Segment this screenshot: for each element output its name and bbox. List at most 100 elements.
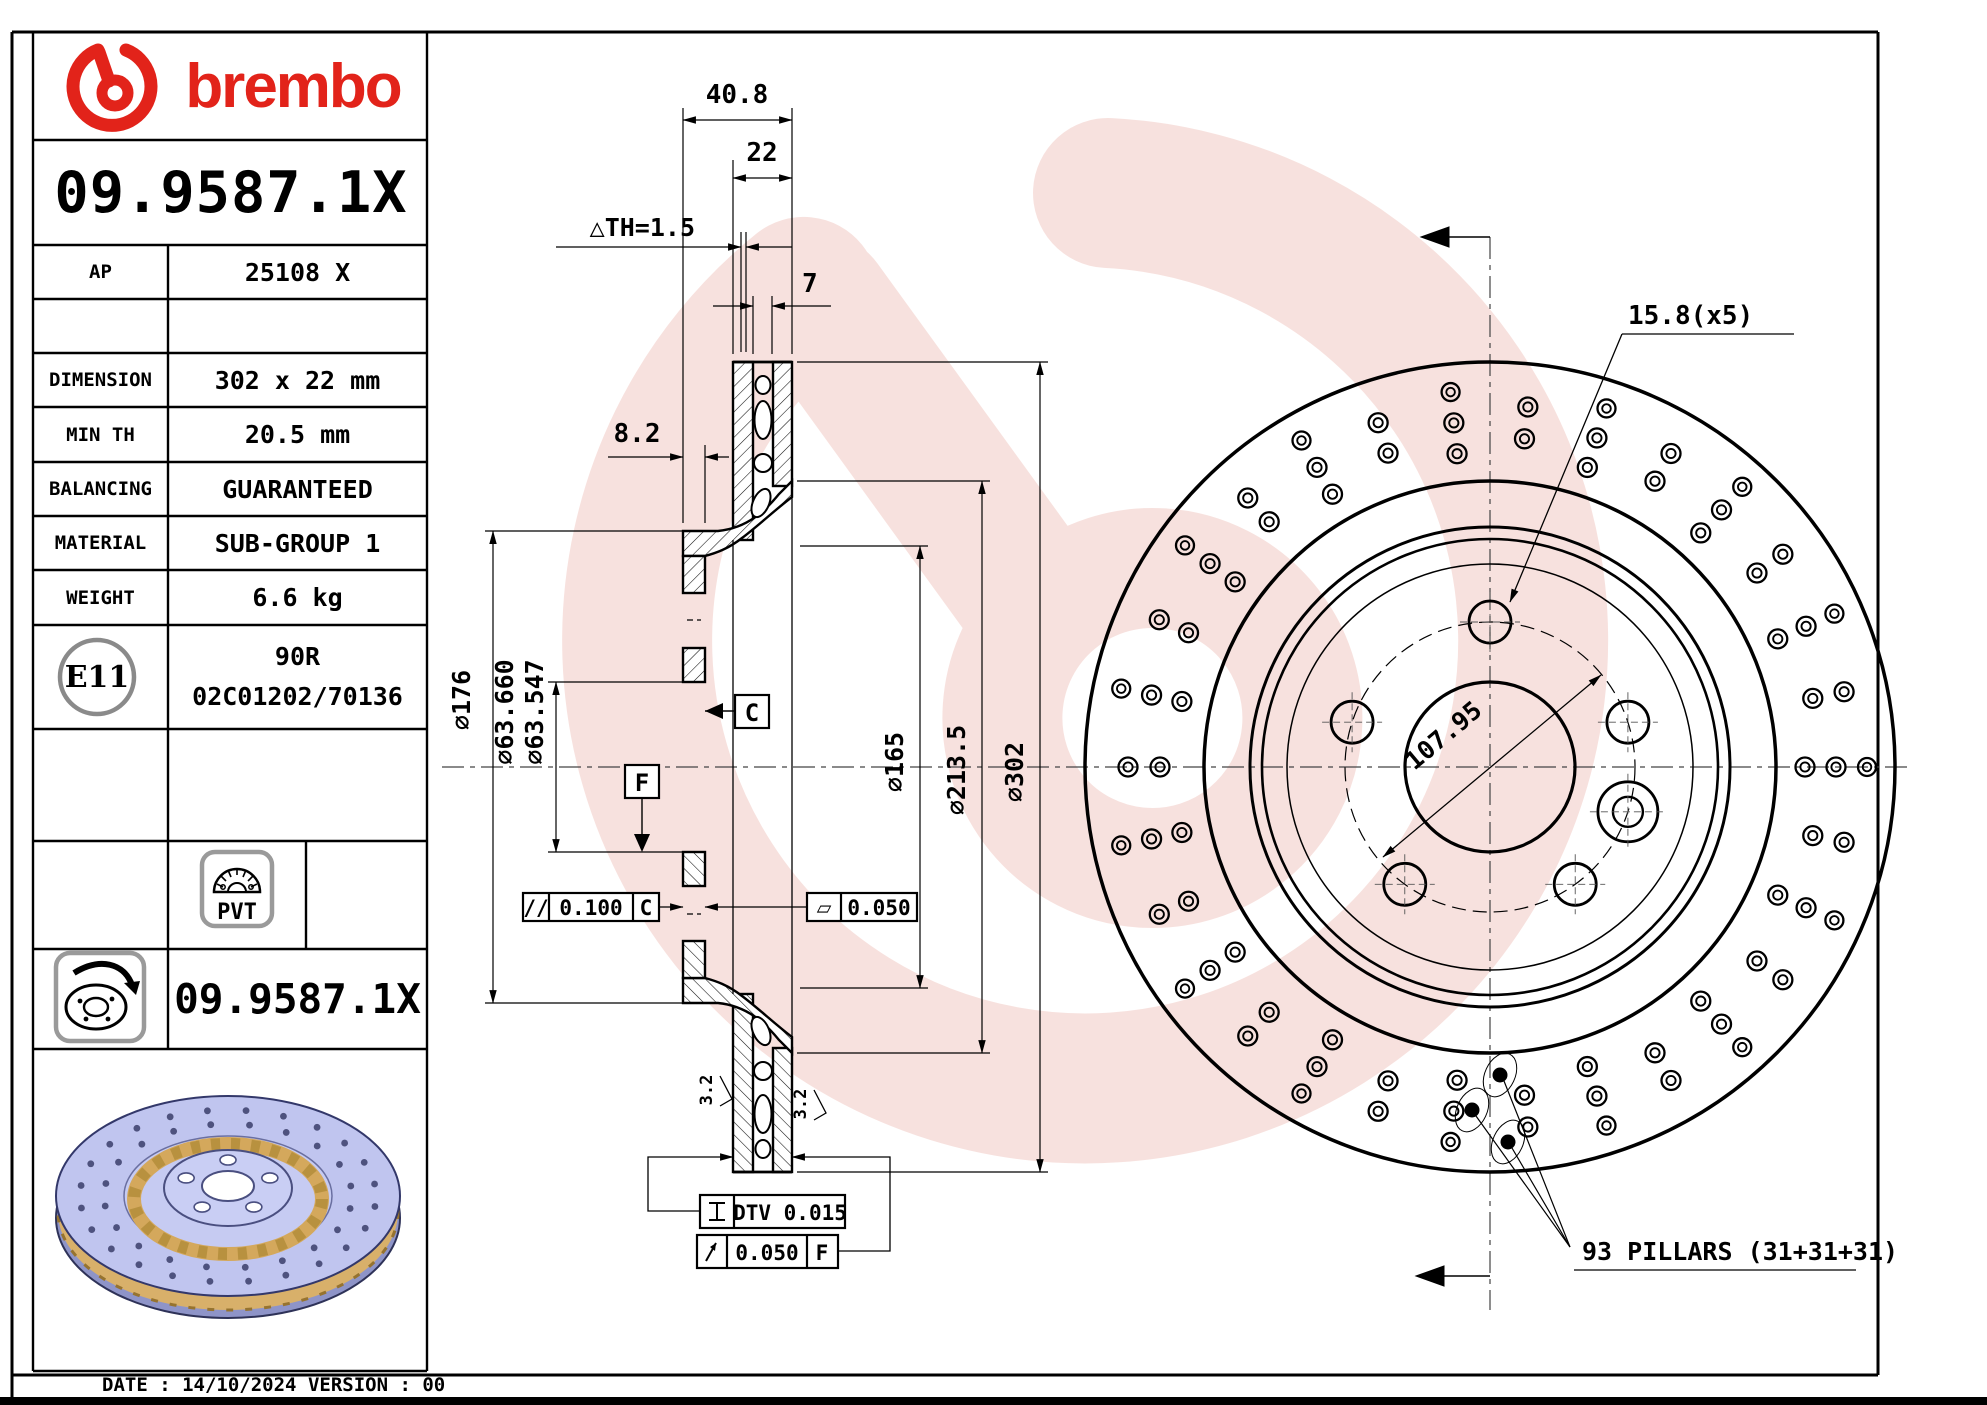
date-value: 14/10/2024 [182,1374,297,1396]
disc-circle [1083,360,1897,1174]
drill-hole [1644,470,1666,492]
drill-hole-inner [1115,683,1127,694]
svg-text:3.2: 3.2 [791,1089,811,1120]
drill-hole [1833,831,1855,853]
illustration-drill-dot [360,1158,368,1166]
drill-hole [1833,681,1855,703]
drill-hole-inner [1695,995,1707,1007]
dim-213-5: ⌀213.5 [942,725,971,815]
drill-hole-inner [1829,915,1840,926]
drill-hole-inner [1179,983,1191,994]
drill-hole-inner [1448,1105,1460,1117]
drill-hole [1586,1085,1608,1107]
illustration-bolt-hole [245,1201,263,1213]
drill-hole-inner [1751,567,1763,579]
homologation: 90R 02C01202/70136 [168,632,427,722]
drill-hole-inner [1382,1075,1394,1087]
drill-hole [1321,1029,1344,1051]
footer-part-number: 09.9587.1X [174,975,421,1023]
illustration-drill-dot [246,1121,253,1129]
drill-hole-inner [1601,1120,1612,1131]
drill-hole [1513,1084,1536,1106]
drill-hole-inner [1800,902,1812,914]
illustration-drill-dot [133,1124,141,1132]
homologation-line1: 90R [274,642,321,671]
drill-hole [1772,543,1794,565]
drill-hole-inner [1649,1047,1661,1059]
runout-datum: F [816,1241,829,1265]
parallel-datum: C [640,896,653,920]
dtv-value: DTV 0.015 [733,1201,847,1225]
drill-hole [1772,969,1794,991]
row-minth-label: MIN TH [66,423,135,446]
drill-hole-inner [1807,830,1819,842]
drill-hole-inner [1448,417,1460,429]
pvt-label: PVT [217,899,257,925]
illustration-drill-dot [282,1129,290,1136]
illustration-drill-dot [315,1260,323,1268]
bolt-hole-callout: 15.8(x5) [1509,301,1794,603]
homologation-line2: 02C01202/70136 [192,682,403,711]
drill-hole-inner [1182,895,1195,907]
drill-hole [1576,456,1598,479]
drill-hole-inner [1146,689,1158,701]
drill-hole [1795,615,1817,637]
bolt-hole-size-label: 15.8(x5) [1628,301,1753,331]
drill-hole [1367,412,1389,434]
drill-hole [1440,1131,1461,1153]
drill-hole [1710,1013,1733,1035]
drill-hole [1746,562,1768,584]
drill-hole [1446,1069,1468,1091]
drill-hole [1258,1001,1280,1023]
illustration-drill-dot [242,1107,250,1115]
illustration-drill-dot [135,1261,143,1269]
drill-hole-inner [1242,492,1254,504]
drill-hole [1291,430,1312,451]
drill-hole-inner [1715,504,1728,516]
brembo-logo-icon [66,43,158,132]
drill-hole [1443,412,1465,434]
drill-hole [1111,678,1132,699]
pillars-callout: 93 PILLARS (31+31+31) [1454,1052,1898,1271]
drill-hole-inner [1296,1088,1307,1099]
drill-hole-inner [1182,627,1195,639]
disc-circle [1286,563,1694,971]
datum-c: C [705,693,771,730]
drill-hole-inner [1777,974,1789,986]
pillar-outline [1454,1087,1490,1133]
drill-hole [1732,1037,1753,1058]
brembo-wordmark: brembo [185,51,402,121]
pillar-dot [1500,1134,1516,1150]
illustration-drill-dot [310,1244,318,1252]
illustration-drill-dot [313,1123,321,1131]
illustration-bolt-hole [219,1154,237,1166]
drill-hole-inner [1326,1034,1339,1046]
e11-badge-text: E11 [64,659,130,695]
row-weight-value: 6.6 kg [252,583,343,612]
drill-hole [1443,1100,1465,1122]
illustration-drill-dot [241,1263,249,1271]
drill-hole [1596,1115,1617,1136]
row-material-label: MATERIAL [54,532,147,554]
drill-hole [1690,990,1712,1012]
illustration-drill-dot [341,1139,349,1147]
drill-hole [1802,687,1824,710]
dim-th: △TH=1.5 [590,213,695,242]
illustration-drill-dot [334,1226,341,1234]
pillar-leader [1503,1080,1571,1248]
drill-hole-inner [1601,403,1612,414]
illustration-drill-dot [342,1244,350,1252]
row-minth-value: 20.5 mm [244,420,351,449]
drill-hole [1174,535,1196,556]
bolt-circle [1344,621,1636,913]
drill-hole [1660,1069,1682,1092]
drill-hole-inner [1153,908,1165,920]
drill-hole-inner [1451,448,1463,460]
drill-hole-inner [1772,889,1784,901]
drill-hole [1732,476,1753,497]
drill-hole-inner [1807,692,1819,704]
drill-hole [1177,890,1200,912]
drill-hole [1117,756,1139,778]
drill-hole-inner [1772,633,1784,645]
